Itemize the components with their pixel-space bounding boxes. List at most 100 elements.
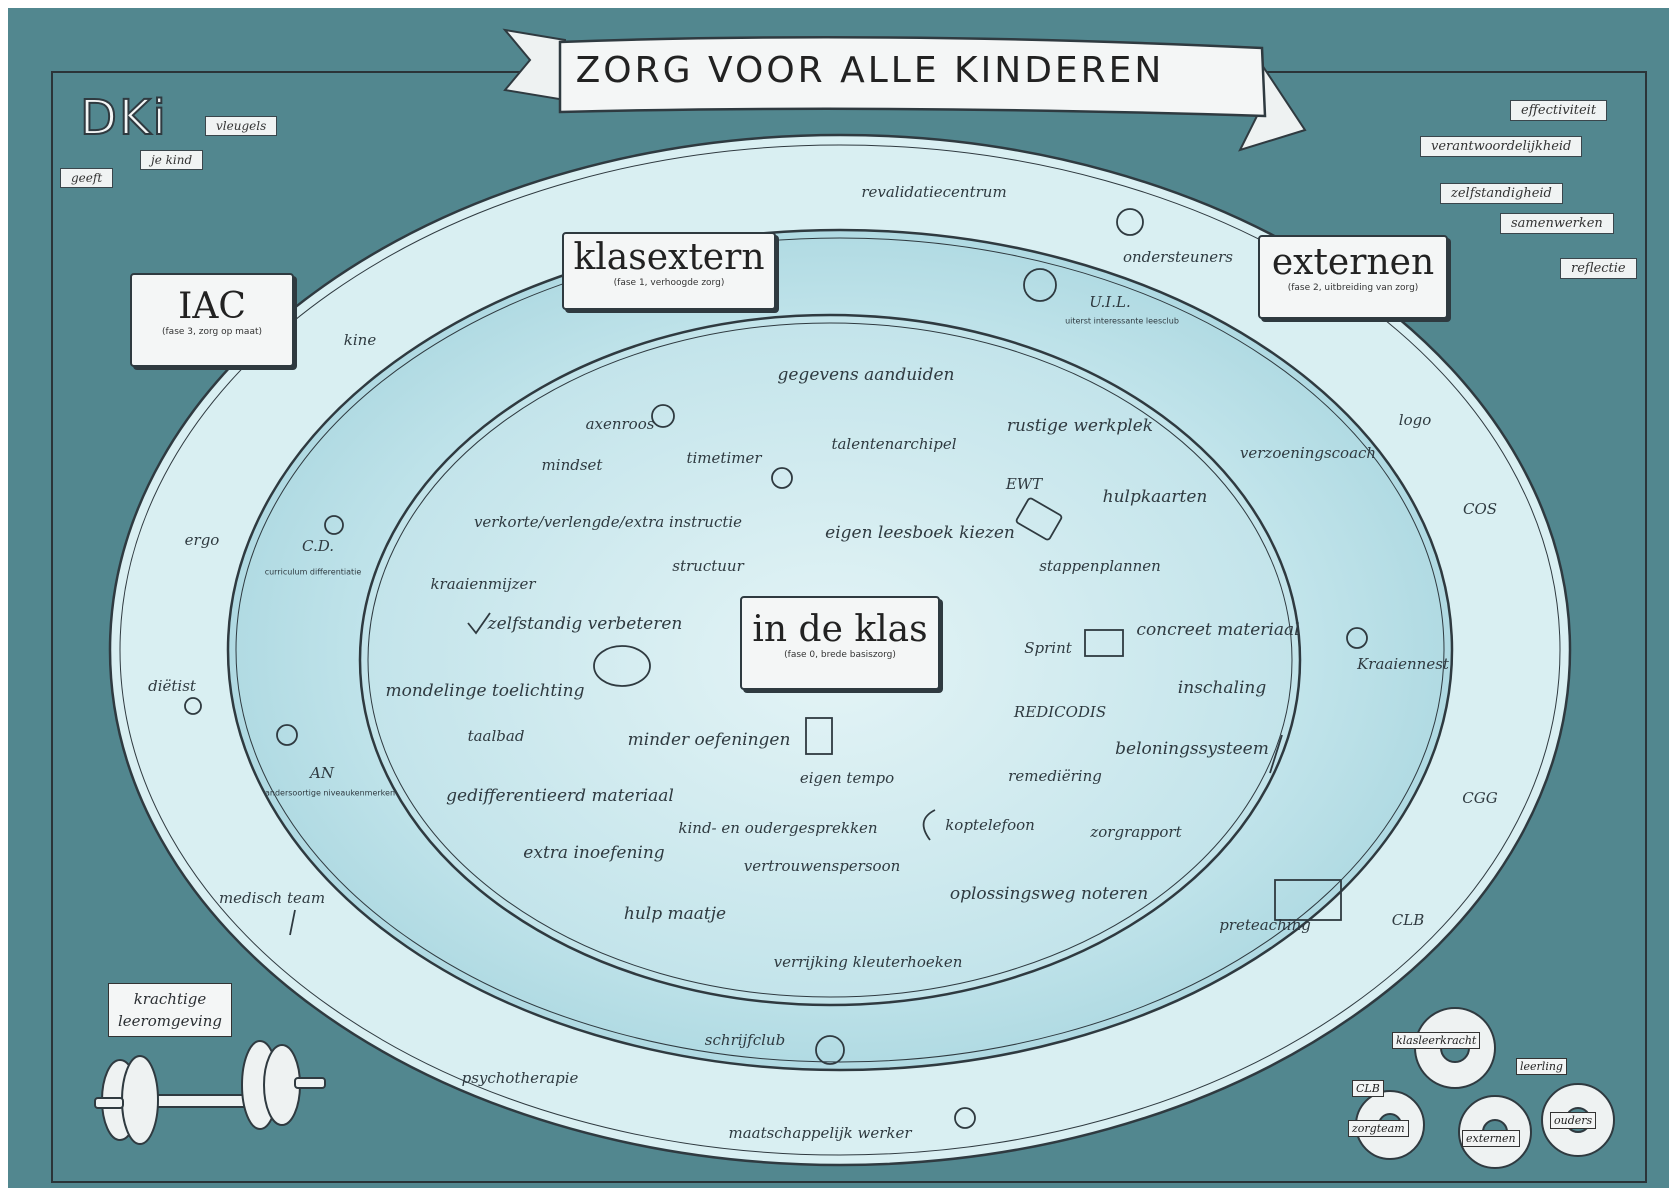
label-zelfstandig: zelfstandig verbeteren: [487, 614, 683, 634]
timer-icon: [771, 467, 793, 489]
check-icon: [467, 612, 491, 635]
label-inschaling: inschaling: [1177, 678, 1267, 698]
ribbon-verantwoordelijkheid: verantwoordelijkheid: [1420, 136, 1583, 157]
label-uil-sub: uiterst interessante leesclub: [1065, 316, 1179, 326]
label-axenroos: axenroos: [585, 415, 655, 433]
label-dietist: diëtist: [148, 677, 196, 695]
label-eigen-tempo: eigen tempo: [799, 769, 895, 787]
bird-icon: [1346, 627, 1368, 649]
label-extra-inoefening: extra inoefening: [523, 843, 665, 863]
bird-large-icon: [815, 1035, 845, 1065]
label-taalbad: taalbad: [467, 727, 525, 745]
apple-icon: [184, 697, 202, 715]
label-cos: COS: [1462, 500, 1498, 518]
pen-icon: [289, 909, 296, 936]
zone-sub-klasextern: (fase 1, verhoogde zorg): [613, 278, 725, 288]
label-stappenplannen: stappenplannen: [1039, 557, 1161, 575]
gear-zorgteam: zorgteam: [1348, 1120, 1409, 1137]
zone-title-in-de-klas: in de klas: [752, 609, 928, 650]
label-kine: kine: [343, 331, 377, 349]
label-hulp-maatje: hulp maatje: [623, 904, 727, 924]
zone-title-klasextern: klasextern: [573, 237, 765, 278]
label-verrijking: verrijking kleuterhoeken: [773, 953, 963, 971]
label-verzoeningscoach: verzoeningscoach: [1239, 444, 1377, 462]
logo-tag-vleugels: vleugels: [205, 116, 278, 136]
logo-tag-geeft: geeft: [60, 168, 114, 188]
gear-externen: externen: [1462, 1130, 1520, 1147]
label-ergo: ergo: [184, 531, 220, 549]
label-structuur: structuur: [672, 557, 744, 575]
label-ondersteuners: ondersteuners: [1122, 248, 1234, 266]
label-cgg: CGG: [1462, 789, 1498, 807]
checklist-icon: [805, 717, 833, 755]
ribbon-effectiviteit: effectiviteit: [1510, 100, 1608, 121]
label-minder-oefeningen: minder oefeningen: [627, 730, 791, 750]
hands-icon: [324, 515, 344, 535]
krachtige-leeromgeving-box: krachtige leeromgeving: [108, 983, 232, 1037]
zone-sub-externen: (fase 2, uitbreiding van zorg): [1287, 283, 1419, 293]
label-uil: U.I.L.: [1089, 293, 1131, 311]
label-redicodis: REDICODIS: [1013, 703, 1107, 721]
label-clb: CLB: [1391, 911, 1425, 929]
headphone-icon: [922, 809, 936, 841]
label-schrijfclub: schrijfclub: [704, 1031, 786, 1049]
zone-sub-in-de-klas: (fase 0, brede basiszorg): [784, 650, 896, 660]
label-mindset: mindset: [541, 456, 603, 474]
label-sprint: Sprint: [1024, 639, 1072, 657]
gear-clb: CLB: [1352, 1080, 1384, 1097]
dumbbell-icon: [94, 1040, 326, 1145]
label-ewt: EWT: [1005, 475, 1043, 493]
label-vertrouwenspersoon: vertrouwenspersoon: [743, 857, 901, 875]
label-hulpkaarten: hulpkaarten: [1102, 487, 1208, 507]
zone-title-iac: IAC: [178, 286, 246, 327]
person-icon: [1116, 208, 1144, 236]
label-eigen-leesboek: eigen leesboek kiezen: [825, 523, 1015, 543]
laptop-icon: [1084, 629, 1124, 657]
pen-small-icon: [1269, 734, 1283, 774]
label-logo: logo: [1398, 411, 1432, 429]
zone-card-in-de-klas: in de klas (fase 0, brede basiszorg): [740, 596, 940, 690]
person-small-icon: [954, 1107, 976, 1129]
zone-sub-iac: (fase 3, zorg op maat): [162, 327, 262, 337]
ribbon-zelfstandigheid: zelfstandigheid: [1440, 183, 1563, 204]
label-an: AN: [310, 764, 334, 782]
label-concreet: concreet materiaal: [1136, 620, 1300, 640]
label-medisch-team: medisch team: [218, 889, 326, 907]
owl-icon: [1023, 268, 1057, 302]
label-cd-sub: curriculum differentiatie: [264, 567, 362, 577]
gear-ouders: ouders: [1550, 1112, 1597, 1129]
label-kind-ouder: kind- en oudergesprekken: [678, 819, 878, 837]
label-preteaching: preteaching: [1219, 916, 1311, 934]
label-revalidatiecentrum: revalidatiecentrum: [861, 183, 1007, 201]
label-oplossingsweg: oplossingsweg noteren: [949, 884, 1149, 904]
zone-card-externen: externen (fase 2, uitbreiding van zorg): [1258, 235, 1448, 319]
tablet-icon: [1015, 497, 1063, 541]
label-remediering: remediëring: [1008, 767, 1102, 785]
label-gedifferentieerd: gedifferentieerd materiaal: [446, 786, 674, 806]
label-talentenarchipel: talentenarchipel: [831, 435, 957, 453]
whiteboard-icon: [1274, 879, 1342, 921]
gear-leerling: leerling: [1516, 1058, 1567, 1075]
label-verkorte: verkorte/verlengde/extra instructie: [473, 513, 743, 531]
zone-title-externen: externen: [1271, 242, 1435, 283]
label-psychotherapie: psychotherapie: [461, 1069, 579, 1087]
owl-small-icon: [651, 404, 675, 428]
ribbon-samenwerken: samenwerken: [1500, 213, 1614, 234]
label-kraaiennest: Kraaiennest: [1357, 655, 1449, 673]
label-mondelinge: mondelinge toelichting: [385, 681, 585, 701]
label-an-sub: andersoortige niveaukenmerken: [264, 788, 396, 798]
ribbon-reflectie: reflectie: [1560, 258, 1637, 279]
zone-card-klasextern: klasextern (fase 1, verhoogde zorg): [562, 232, 776, 310]
label-rustige-werkplek: rustige werkplek: [1006, 416, 1154, 436]
title-banner: [558, 35, 1267, 118]
label-timetimer: timetimer: [686, 449, 762, 467]
gear-klasleerkracht: klasleerkracht: [1392, 1032, 1481, 1049]
page-title: ZORG VOOR ALLE KINDEREN: [575, 50, 1165, 91]
label-kraaienmijzer: kraaienmijzer: [430, 575, 536, 593]
dki-logo: DKi: [79, 89, 168, 147]
label-beloningssysteem: beloningssysteem: [1115, 739, 1269, 759]
logo-tag-jekind: je kind: [140, 150, 204, 170]
label-zorgrapport: zorgrapport: [1090, 823, 1182, 841]
label-maatschappelijk-werker: maatschappelijk werker: [728, 1124, 912, 1142]
